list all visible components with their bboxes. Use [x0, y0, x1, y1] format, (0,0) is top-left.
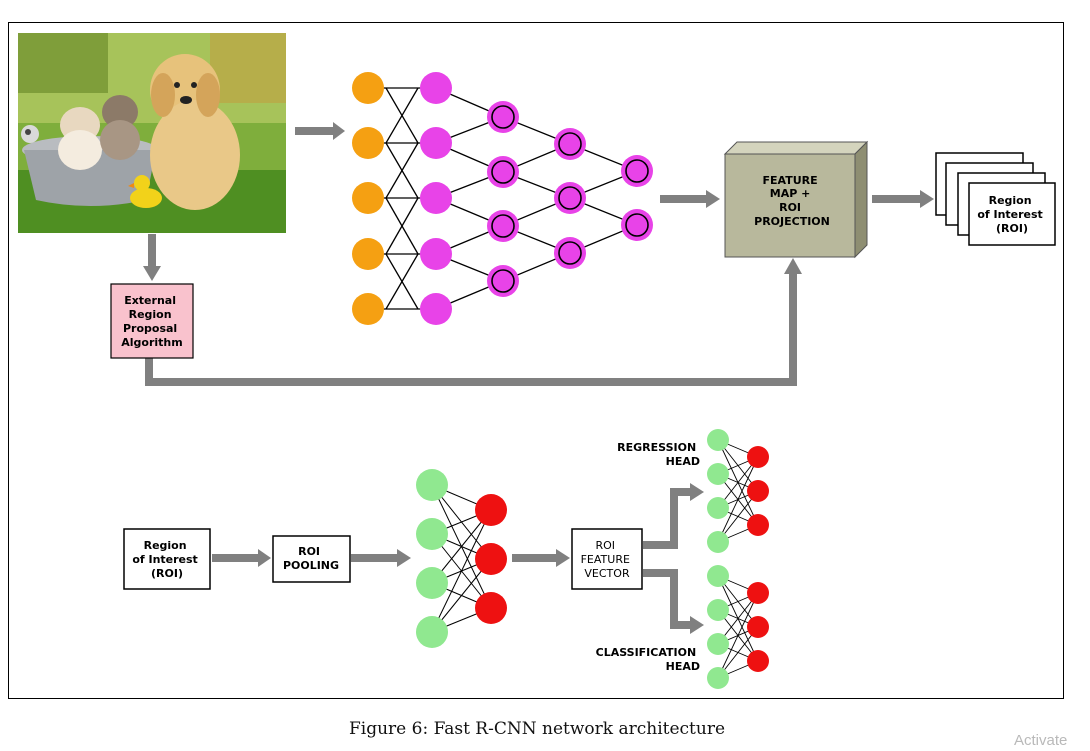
classification-head-label-2: HEAD	[666, 660, 700, 673]
arrow-feature-map-to-roi	[872, 195, 922, 203]
feature-map-cube: FEATURE MAP + ROI PROJECTION	[723, 140, 869, 259]
arrow-vector-to-regression	[643, 541, 676, 549]
regression-output-node	[747, 446, 769, 468]
fc-output-node	[475, 494, 507, 526]
cnn-node-l2	[420, 182, 452, 214]
fc-input-node	[416, 518, 448, 550]
figure-caption: Figure 6: Fast R-CNN network architectur…	[348, 719, 726, 739]
cnn-node-l2	[420, 72, 452, 104]
fc-nodes	[416, 469, 507, 648]
fc-output-node	[475, 592, 507, 624]
regression-output-node	[747, 514, 769, 536]
cnn-node-l1	[352, 127, 384, 159]
arrow-vector-to-classification	[643, 569, 676, 577]
external-region-label-1: External	[124, 294, 176, 307]
vector-label-3: VECTOR	[584, 567, 630, 580]
roi-input-label-2: of Interest	[132, 553, 198, 566]
roi-stack: Region of Interest (ROI)	[935, 152, 1056, 246]
regression-input-node	[707, 463, 729, 485]
classification-input-node	[707, 565, 729, 587]
arrow-roi-to-pooling	[212, 554, 260, 562]
external-region-label-3: Proposal	[123, 322, 177, 335]
classification-input-node	[707, 599, 729, 621]
fc-input-node	[416, 616, 448, 648]
roi-feature-vector-box: ROI FEATURE VECTOR	[571, 528, 643, 590]
regression-output-node	[747, 480, 769, 502]
svg-text:FEATURE MAP + ROI: FEATURE MAP + ROI PROJECTION	[754, 174, 830, 228]
regression-head-label-2: HEAD	[666, 455, 700, 468]
activate-watermark: Activate	[1014, 732, 1068, 749]
fc-input-node	[416, 567, 448, 599]
roi-input-label-3: (ROI)	[151, 567, 183, 580]
external-region-label-4: Algorithm	[121, 336, 182, 349]
regression-head-label-1: REGRESSION	[617, 441, 696, 454]
cnn-node-l1	[352, 182, 384, 214]
roi-stack-label-1: Region	[989, 194, 1032, 207]
svg-text:ROI FEATURE VECTOR: ROI FEATURE VECTOR	[581, 539, 634, 580]
arrows	[143, 122, 934, 634]
cnn-node-l1	[352, 238, 384, 270]
vector-label-1: ROI	[595, 539, 615, 552]
roi-input-label-1: Region	[144, 539, 187, 552]
regression-input-node	[707, 497, 729, 519]
input-photo	[18, 33, 286, 233]
feature-map-label-2: MAP +	[770, 187, 811, 200]
external-region-label-2: Region	[129, 308, 172, 321]
roi-stack-label-2: of Interest	[977, 208, 1043, 221]
cnn-node-l2	[420, 238, 452, 270]
vector-label-2: FEATURE	[581, 553, 630, 566]
classification-output-node	[747, 616, 769, 638]
classification-output-node	[747, 650, 769, 672]
svg-text:REGRESSION HEAD: REGRESSION HEAD	[617, 441, 700, 468]
svg-text:External Region Pr: External Region Proposal Algorithm	[121, 294, 182, 349]
arrow-region-to-feature-map	[145, 357, 153, 384]
arrow-cnn-to-feature-map	[660, 195, 708, 203]
cnn-node-l2	[420, 127, 452, 159]
cnn-node-l1	[352, 293, 384, 325]
fc-input-node	[416, 469, 448, 501]
arrow-photo-to-region	[148, 234, 156, 268]
roi-pooling-label-1: ROI	[298, 545, 320, 558]
feature-map-label-1: FEATURE	[763, 174, 818, 187]
regression-input-node	[707, 531, 729, 553]
feature-map-label-4: PROJECTION	[754, 215, 830, 228]
arrow-pooling-to-fc	[351, 554, 399, 562]
svg-text:Region of Interest: Region of Interest (ROI)	[977, 194, 1046, 235]
arrow-fc-to-vector	[512, 554, 558, 562]
svg-text:ROI POOLING: ROI POOLING	[283, 545, 339, 572]
svg-text:CLASSIFICATION HEAD: CLASSIFICATION HEAD	[596, 646, 700, 673]
cnn-node-l2	[420, 293, 452, 325]
roi-pooling-box: ROI POOLING	[272, 535, 351, 583]
fc-output-node	[475, 543, 507, 575]
arrow-photo-to-cnn	[295, 127, 333, 135]
regression-input-node	[707, 429, 729, 451]
feature-map-label-3: ROI	[779, 201, 801, 214]
roi-stack-label-3: (ROI)	[996, 222, 1028, 235]
svg-text:Region of Interest: Region of Interest (ROI)	[132, 539, 201, 580]
classification-head-label-1: CLASSIFICATION	[596, 646, 697, 659]
roi-input-box: Region of Interest (ROI)	[123, 528, 211, 590]
regression-nodes	[707, 429, 769, 553]
classification-input-node	[707, 633, 729, 655]
external-region-box: External Region Proposal Algorithm	[110, 283, 194, 359]
cnn-node-l1	[352, 72, 384, 104]
cnn-nodes	[352, 72, 653, 325]
classification-input-node	[707, 667, 729, 689]
classification-output-node	[747, 582, 769, 604]
classification-nodes	[707, 565, 769, 689]
figure-frame	[8, 22, 1064, 699]
roi-pooling-label-2: POOLING	[283, 559, 339, 572]
